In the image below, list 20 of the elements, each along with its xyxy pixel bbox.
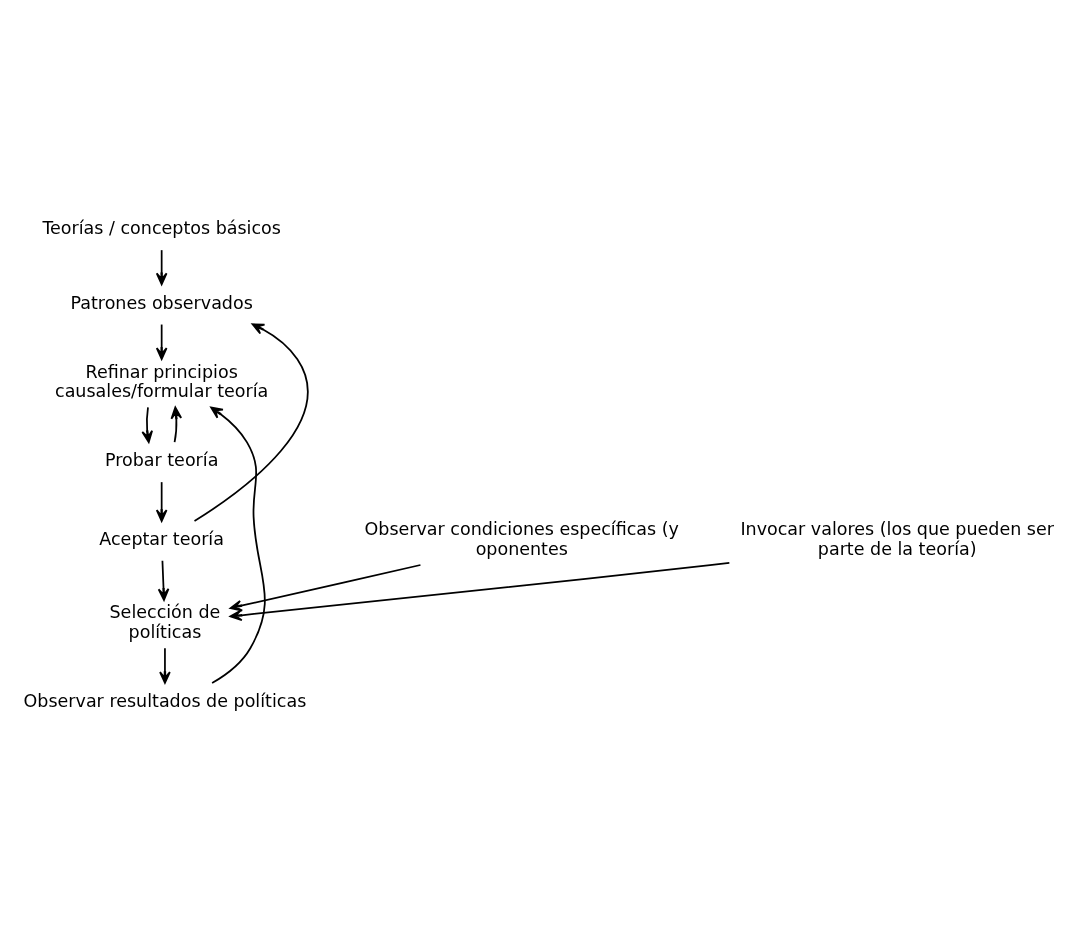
arrow [155, 323, 168, 360]
node-text: Selección de políticas [109, 601, 221, 642]
node-text: Probar teoría [104, 449, 219, 470]
arrow [210, 406, 266, 684]
node-text: Observar condiciones específicas (y oponentes [364, 518, 679, 559]
arrow [193, 322, 309, 522]
arrow [170, 406, 183, 443]
arrow [229, 563, 422, 611]
node-text: Observar resultados de políticas [23, 690, 307, 711]
arrow [229, 561, 731, 621]
node-text: Aceptar teoría [99, 528, 224, 549]
arrow [157, 559, 170, 601]
arrow [141, 406, 153, 443]
node-text: Patrones observados [70, 292, 253, 313]
arrow [155, 248, 168, 285]
node-text: Invocar valores (los que pueden ser parte de la teoría) [740, 518, 1054, 559]
node-text: Refinar principios causales/formular teoría [55, 361, 269, 401]
arrow [155, 480, 168, 522]
arrow [159, 646, 171, 684]
node-text: Teorías / conceptos básicos [42, 217, 281, 238]
